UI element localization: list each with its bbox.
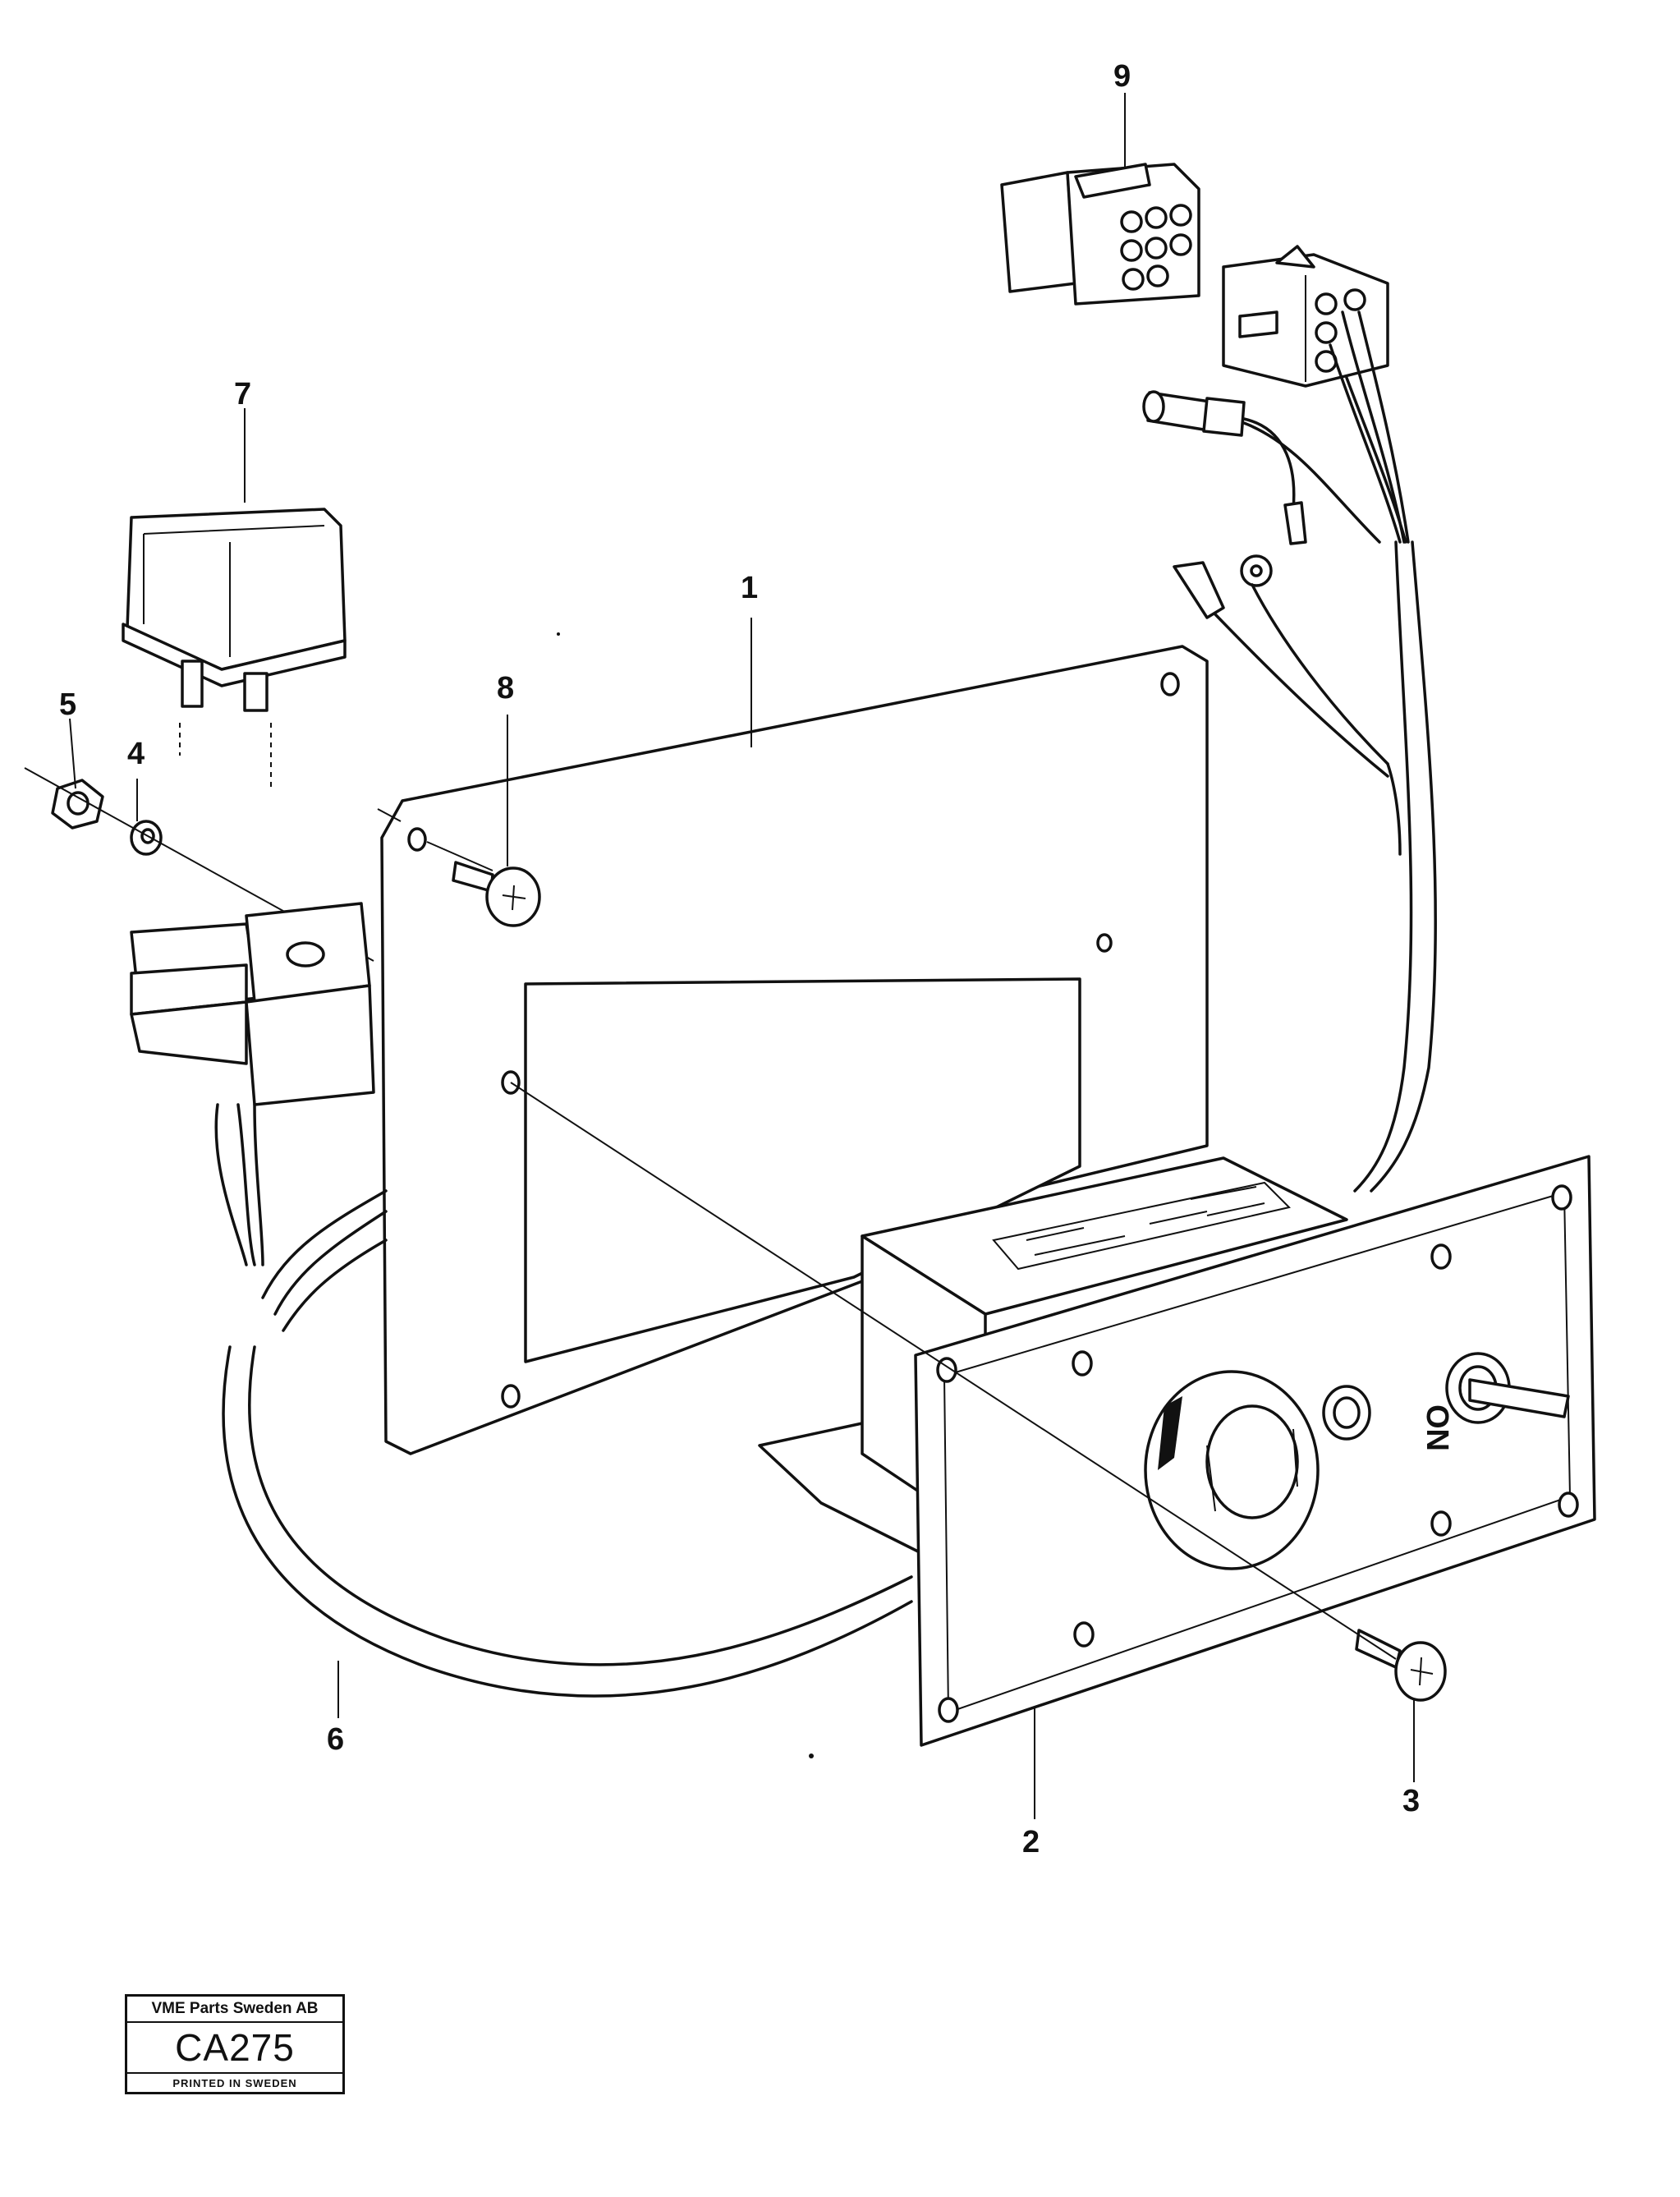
washer <box>130 820 163 856</box>
callout-5: 5 <box>59 687 76 722</box>
stray-mark <box>809 1753 814 1758</box>
nut <box>51 779 104 830</box>
bracket-connector <box>130 902 375 1106</box>
callout-7: 7 <box>234 377 251 411</box>
callout-6: 6 <box>327 1722 344 1757</box>
title-block-company: VME Parts Sweden AB <box>127 1997 342 2023</box>
panel-on-label: ON <box>1420 1404 1454 1451</box>
stray-mark <box>557 632 560 636</box>
callout-2: 2 <box>1022 1825 1040 1859</box>
title-block-code: CA275 <box>127 2023 342 2074</box>
screw-3 <box>1355 1629 1447 1702</box>
wire-harness <box>214 1103 913 1698</box>
screw-8 <box>426 841 541 927</box>
title-block: VME Parts Sweden AB CA275 PRINTED IN SWE… <box>125 1994 345 2094</box>
callout-3: 3 <box>1402 1784 1420 1818</box>
mounting-plate <box>380 645 1209 1455</box>
leader-lines <box>69 93 1415 1819</box>
connector-plug <box>1000 163 1200 306</box>
callout-9: 9 <box>1113 59 1131 94</box>
connector-socket <box>1222 245 1389 388</box>
leader-screw-axis <box>510 1082 1397 1660</box>
callout-1: 1 <box>741 571 758 605</box>
callout-4: 4 <box>127 737 145 771</box>
control-unit: ON <box>758 1155 1596 1747</box>
relay <box>122 508 347 788</box>
cable-wires <box>1142 310 1438 1193</box>
callout-8: 8 <box>497 671 514 706</box>
title-block-printed: PRINTED IN SWEDEN <box>172 2077 297 2089</box>
